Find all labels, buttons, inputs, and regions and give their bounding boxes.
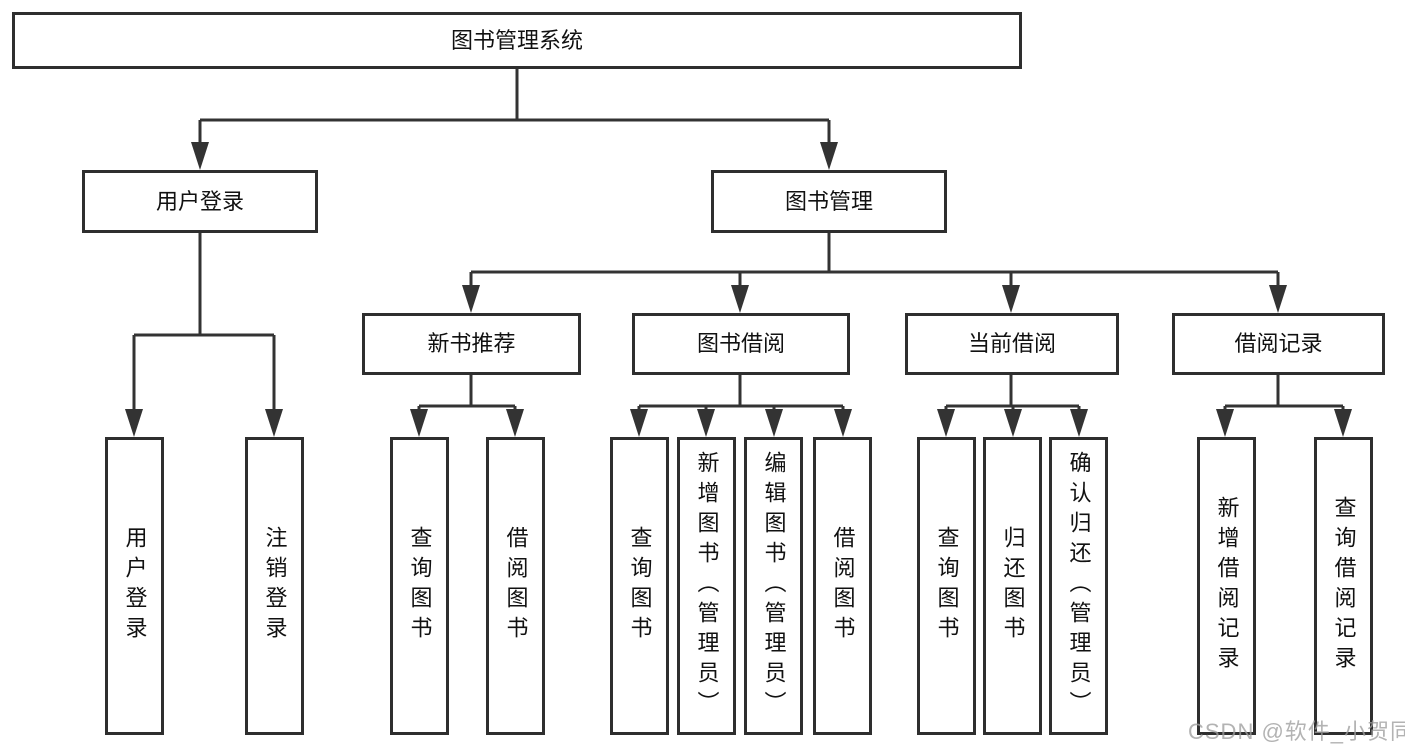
- leaf-borrowing-edit-books-admin: 编辑图书（管理员）: [744, 437, 803, 735]
- leaf-label: 查询图书: [627, 526, 653, 646]
- leaf-label: 注销登录: [262, 526, 288, 646]
- node-label: 借阅记录: [1234, 331, 1323, 356]
- leaf-borrowing-borrow-books: 借阅图书: [813, 437, 872, 735]
- leaf-records-query-borrow-record: 查询借阅记录: [1314, 437, 1373, 735]
- leaf-label: 查询图书: [934, 526, 960, 646]
- arrow-down-icon: [1070, 409, 1088, 437]
- node-user-login: 用户登录: [82, 170, 318, 233]
- leaf-current-return-books: 归还图书: [983, 437, 1042, 735]
- watermark: CSDN @软件_小贺同学: [1188, 719, 1405, 744]
- leaf-label: 用户登录: [122, 526, 148, 646]
- leaf-current-query-books: 查询图书: [917, 437, 976, 735]
- connector-borrow-to-leaves: [637, 375, 845, 409]
- leaf-label: 借阅图书: [503, 526, 529, 646]
- leaf-label: 借阅图书: [830, 526, 856, 646]
- leaf-label: 查询图书: [407, 526, 433, 646]
- leaf-label: 编辑图书（管理员）: [761, 451, 787, 721]
- node-label: 用户登录: [155, 188, 244, 214]
- node-borrow-records: 借阅记录: [1172, 313, 1385, 375]
- leaf-label: 新增借阅记录: [1214, 496, 1240, 676]
- leaf-logout: 注销登录: [245, 437, 304, 735]
- connector-login-to-leaves: [132, 233, 276, 409]
- arrow-down-icon: [1334, 409, 1352, 437]
- arrow-down-icon: [834, 409, 852, 437]
- arrow-down-icon: [937, 409, 955, 437]
- node-book-management: 图书管理: [711, 170, 947, 233]
- arrow-down-icon: [410, 409, 428, 437]
- connector-root-to-level2: [198, 68, 831, 142]
- connector-records-to-leaves: [1223, 375, 1345, 409]
- leaf-label: 确认归还（管理员）: [1066, 451, 1092, 721]
- leaf-current-confirm-return-admin: 确认归还（管理员）: [1049, 437, 1108, 735]
- connector-current-to-leaves: [944, 375, 1081, 409]
- connector-recommend-to-leaves: [417, 375, 517, 409]
- arrow-down-icon: [125, 409, 143, 437]
- arrow-down-icon: [731, 285, 749, 313]
- arrow-down-icon: [191, 142, 209, 170]
- leaf-user-login: 用户登录: [105, 437, 164, 735]
- node-new-book-recommend: 新书推荐: [362, 313, 581, 375]
- node-label: 图书借阅: [696, 331, 785, 356]
- leaf-recommend-borrow-books: 借阅图书: [486, 437, 545, 735]
- arrow-down-icon: [630, 409, 648, 437]
- arrow-down-icon: [1269, 285, 1287, 313]
- arrow-down-icon: [697, 409, 715, 437]
- leaf-borrowing-query-books: 查询图书: [610, 437, 669, 735]
- arrow-down-icon: [1002, 285, 1020, 313]
- node-current-borrowing: 当前借阅: [905, 313, 1119, 375]
- node-root-system: 图书管理系统: [12, 12, 1022, 69]
- leaf-label: 查询借阅记录: [1331, 496, 1357, 676]
- arrowhead-icons: [125, 142, 1352, 437]
- leaf-records-add-borrow-record: 新增借阅记录: [1197, 437, 1256, 735]
- connector-mgmt-to-level3: [469, 233, 1280, 285]
- node-book-borrowing: 图书借阅: [632, 313, 850, 375]
- arrow-down-icon: [462, 285, 480, 313]
- arrow-down-icon: [1004, 409, 1022, 437]
- node-label: 新书推荐: [427, 331, 516, 356]
- node-label: 图书管理: [784, 188, 873, 214]
- node-label: 当前借阅: [967, 331, 1056, 356]
- leaf-label: 归还图书: [1000, 526, 1026, 646]
- leaf-label: 新增图书（管理员）: [694, 451, 720, 721]
- arrow-down-icon: [265, 409, 283, 437]
- arrow-down-icon: [1216, 409, 1234, 437]
- leaf-recommend-query-books: 查询图书: [390, 437, 449, 735]
- arrow-down-icon: [506, 409, 524, 437]
- arrow-down-icon: [820, 142, 838, 170]
- node-label: 图书管理系统: [450, 27, 583, 53]
- leaf-borrowing-add-books-admin: 新增图书（管理员）: [677, 437, 736, 735]
- connector-paths: [132, 68, 1345, 409]
- arrow-down-icon: [765, 409, 783, 437]
